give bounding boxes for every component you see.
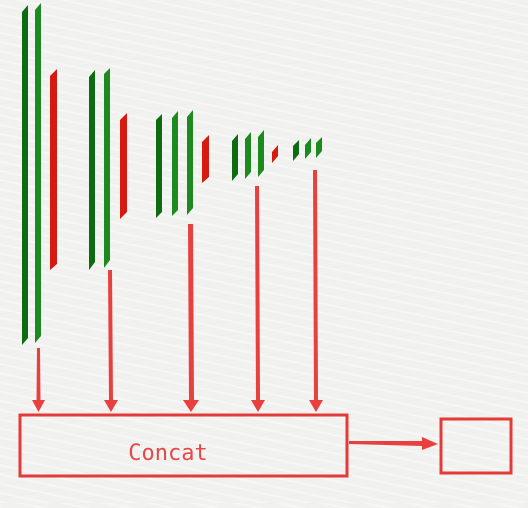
- arrow-right: [349, 437, 438, 450]
- arrow-down: [32, 348, 45, 412]
- feature-bar: [50, 69, 57, 270]
- feature-group-1: [22, 3, 57, 345]
- feature-group-3: [156, 110, 209, 218]
- feature-bar: [245, 132, 251, 179]
- arrow-down: [104, 270, 118, 412]
- feature-bar: [172, 111, 178, 216]
- arrow-down: [183, 224, 199, 412]
- feature-group-5: [293, 137, 322, 161]
- feature-bar: [89, 70, 95, 270]
- arrows-to-concat: [32, 170, 323, 412]
- arrow-down: [251, 186, 265, 412]
- feature-bar: [316, 137, 322, 158]
- feature-bar: [305, 138, 311, 159]
- feature-bar: [293, 140, 299, 161]
- feature-bar: [35, 3, 41, 343]
- arrow-down: [309, 170, 323, 412]
- feature-bar: [232, 134, 238, 181]
- concat-label: Concat: [128, 441, 207, 466]
- feature-group-2: [89, 68, 127, 270]
- feature-bar: [22, 5, 28, 345]
- feature-bar: [104, 68, 110, 268]
- feature-bar: [272, 145, 278, 163]
- output-box: [439, 417, 513, 475]
- feature-bar: [187, 110, 193, 215]
- feature-group-4: [232, 130, 278, 181]
- feature-bar: [120, 113, 127, 219]
- feature-bar: [156, 114, 162, 218]
- feature-bar: [258, 130, 264, 177]
- concat-box: [18, 413, 349, 478]
- feature-bar: [202, 135, 209, 183]
